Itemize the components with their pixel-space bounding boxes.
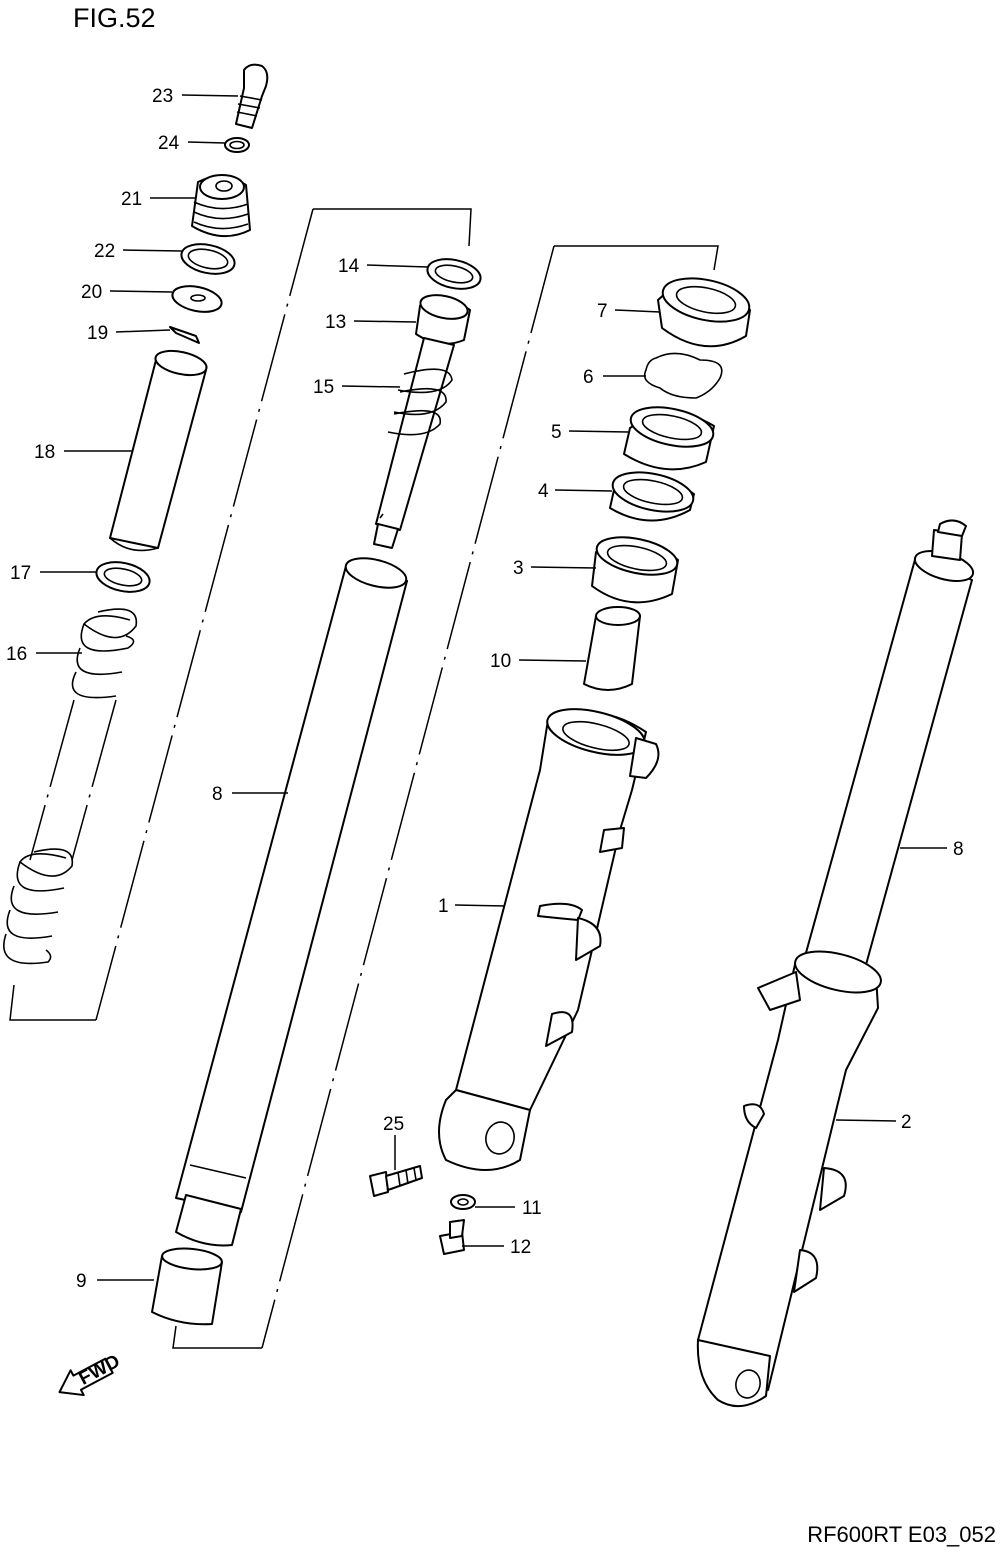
callout-15: 15 [313,377,334,398]
callout-17: 17 [10,563,31,584]
fwd-arrow-icon: FWD [58,1351,124,1397]
part-9-bushing [151,1247,223,1326]
callout-24: 24 [158,133,180,154]
group-frame-left [9,208,472,1021]
part-11-gasket [450,1194,476,1210]
callout-22: 22 [94,241,115,262]
callout-14: 14 [338,256,360,277]
part-2-outer-tube [696,950,882,1407]
callout-19: 19 [87,323,108,344]
callout-18: 18 [34,442,55,463]
callout-20: 20 [81,282,102,303]
part-3-bushing [591,536,679,604]
part-8-inner-tube-left [175,557,408,1247]
part-21-cap-bolt [191,174,251,237]
callout-4: 4 [538,481,549,502]
drawing-code: RF600RT E03_052 [807,1522,996,1547]
callout-9: 9 [76,1271,87,1292]
callout-10: 10 [490,651,511,672]
part-24-o-ring [224,137,250,153]
part-22-o-ring [180,243,236,275]
part-25-bolt [369,1165,423,1197]
part-14-ring [426,258,482,290]
part-17-spring-seat [95,561,151,593]
callout-1: 1 [438,896,449,917]
part-8-inner-tube-right [803,519,975,973]
callout-16: 16 [6,644,27,665]
part-13-damper-head [415,294,471,345]
callout-12: 12 [510,1237,531,1258]
part-16-fork-spring [3,608,138,965]
callout-13: 13 [325,312,346,333]
part-10-oil-lock-piece [583,606,641,691]
part-5-oil-seal [623,406,715,471]
callout-7: 7 [597,301,608,322]
part-18-spacer-tube [109,349,208,552]
part-7-dust-seal [657,277,751,348]
part-1-outer-tube [438,708,660,1171]
part-19-clip [169,326,200,344]
part-12-bolt [439,1219,465,1255]
part-4-seal-washer [609,471,695,522]
callout-21: 21 [121,189,142,210]
part-23-air-valve [235,63,269,129]
callout-5: 5 [551,422,562,443]
callout-11: 11 [522,1198,542,1219]
callout-8-right: 8 [953,839,964,860]
callout-labels: 23 24 21 22 20 19 18 17 16 14 13 15 8 9 … [6,86,964,1292]
part-6-stopper-ring [643,352,723,399]
part-20-washer [171,285,223,313]
callout-3: 3 [513,558,524,579]
group-frame-middle [172,245,719,1349]
callout-25: 25 [383,1114,404,1135]
callout-6: 6 [583,367,594,388]
callout-8-left: 8 [212,784,223,805]
callout-23: 23 [152,86,173,107]
part-15-damper-rod [373,337,455,549]
figure-title: FIG.52 [73,3,156,33]
callout-2: 2 [901,1112,912,1133]
leader-lines [36,94,947,1281]
fwd-label: FWD [76,1351,124,1390]
